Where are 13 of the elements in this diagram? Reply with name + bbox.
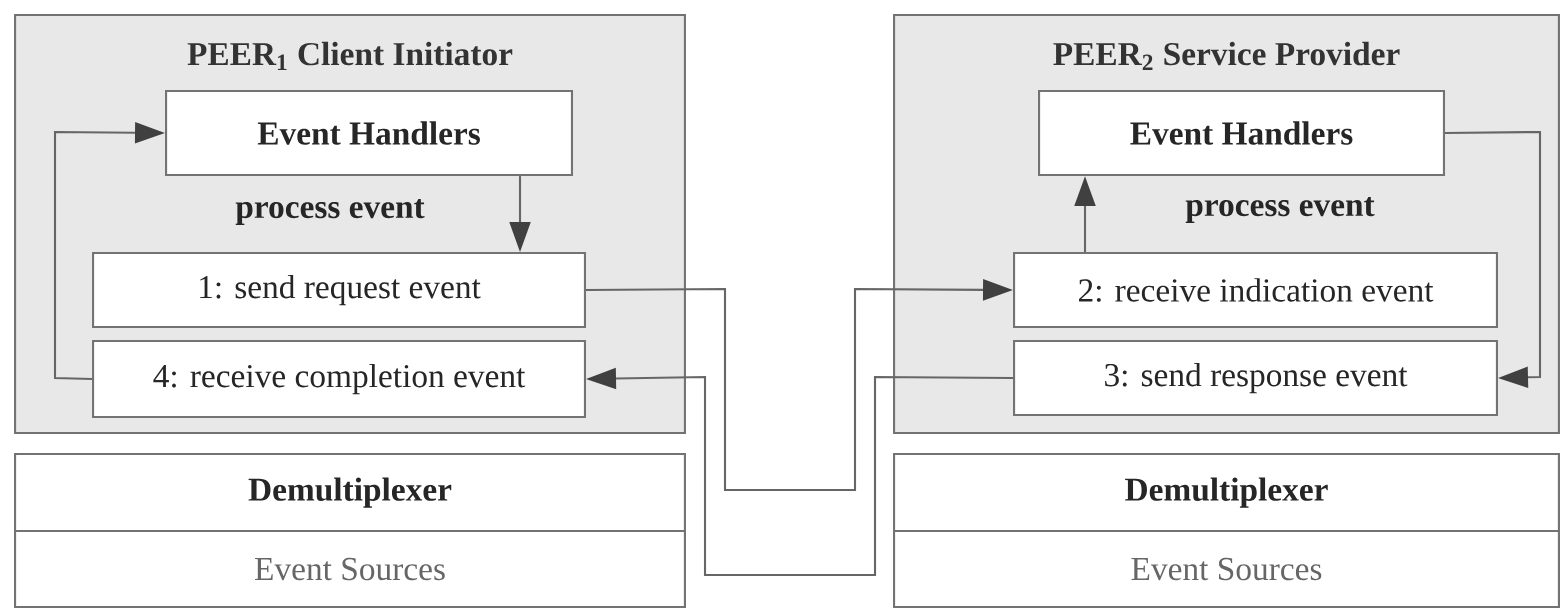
event-box: 2: receive indication event [1013,252,1498,329]
demultiplexer-box: Demultiplexer [893,453,1560,533]
event-box: 4: receive completion event [92,340,587,419]
handler-box: Event Handlers [1038,90,1446,177]
demultiplexer-box: Demultiplexer [14,453,686,533]
event-sources-box: Event Sources [893,530,1560,608]
event-box: 1: send request event [92,252,587,329]
edge-label: process event [1185,197,1375,223]
arrow [1445,130,1542,389]
event-box: 3: send response event [1013,340,1498,417]
handler-box: Event Handlers [165,90,574,177]
edge-label: process event [235,199,425,225]
event-sources-box: Event Sources [14,530,686,608]
